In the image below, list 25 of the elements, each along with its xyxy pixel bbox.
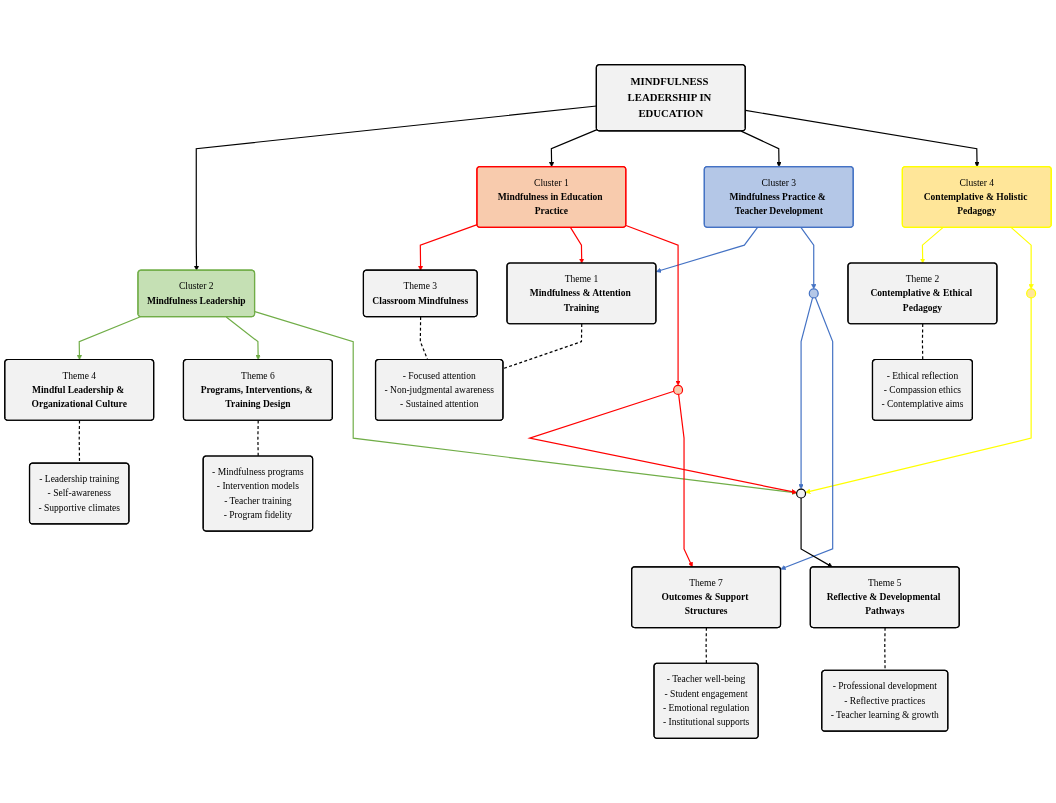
arrow (527, 390, 797, 495)
arrow (655, 227, 758, 273)
arrow (800, 227, 817, 290)
connector (502, 323, 583, 370)
arrow (920, 227, 944, 264)
arrow (780, 296, 834, 570)
arrow (548, 129, 598, 168)
connector (884, 627, 886, 672)
node-circle (1026, 288, 1037, 299)
node-circle (673, 384, 684, 395)
arrow (225, 316, 261, 361)
arrow (678, 393, 693, 568)
arrow (254, 311, 797, 495)
arrow (76, 316, 142, 361)
arrow (570, 227, 585, 264)
arrow (417, 224, 478, 271)
node-circle (796, 488, 807, 499)
arrow (740, 130, 782, 168)
arrow (798, 297, 814, 490)
arrow (800, 497, 833, 568)
arrow (805, 297, 1032, 494)
arrow (625, 224, 681, 386)
arrow (1010, 227, 1034, 290)
node-circle (808, 288, 819, 299)
arrow (193, 105, 598, 271)
